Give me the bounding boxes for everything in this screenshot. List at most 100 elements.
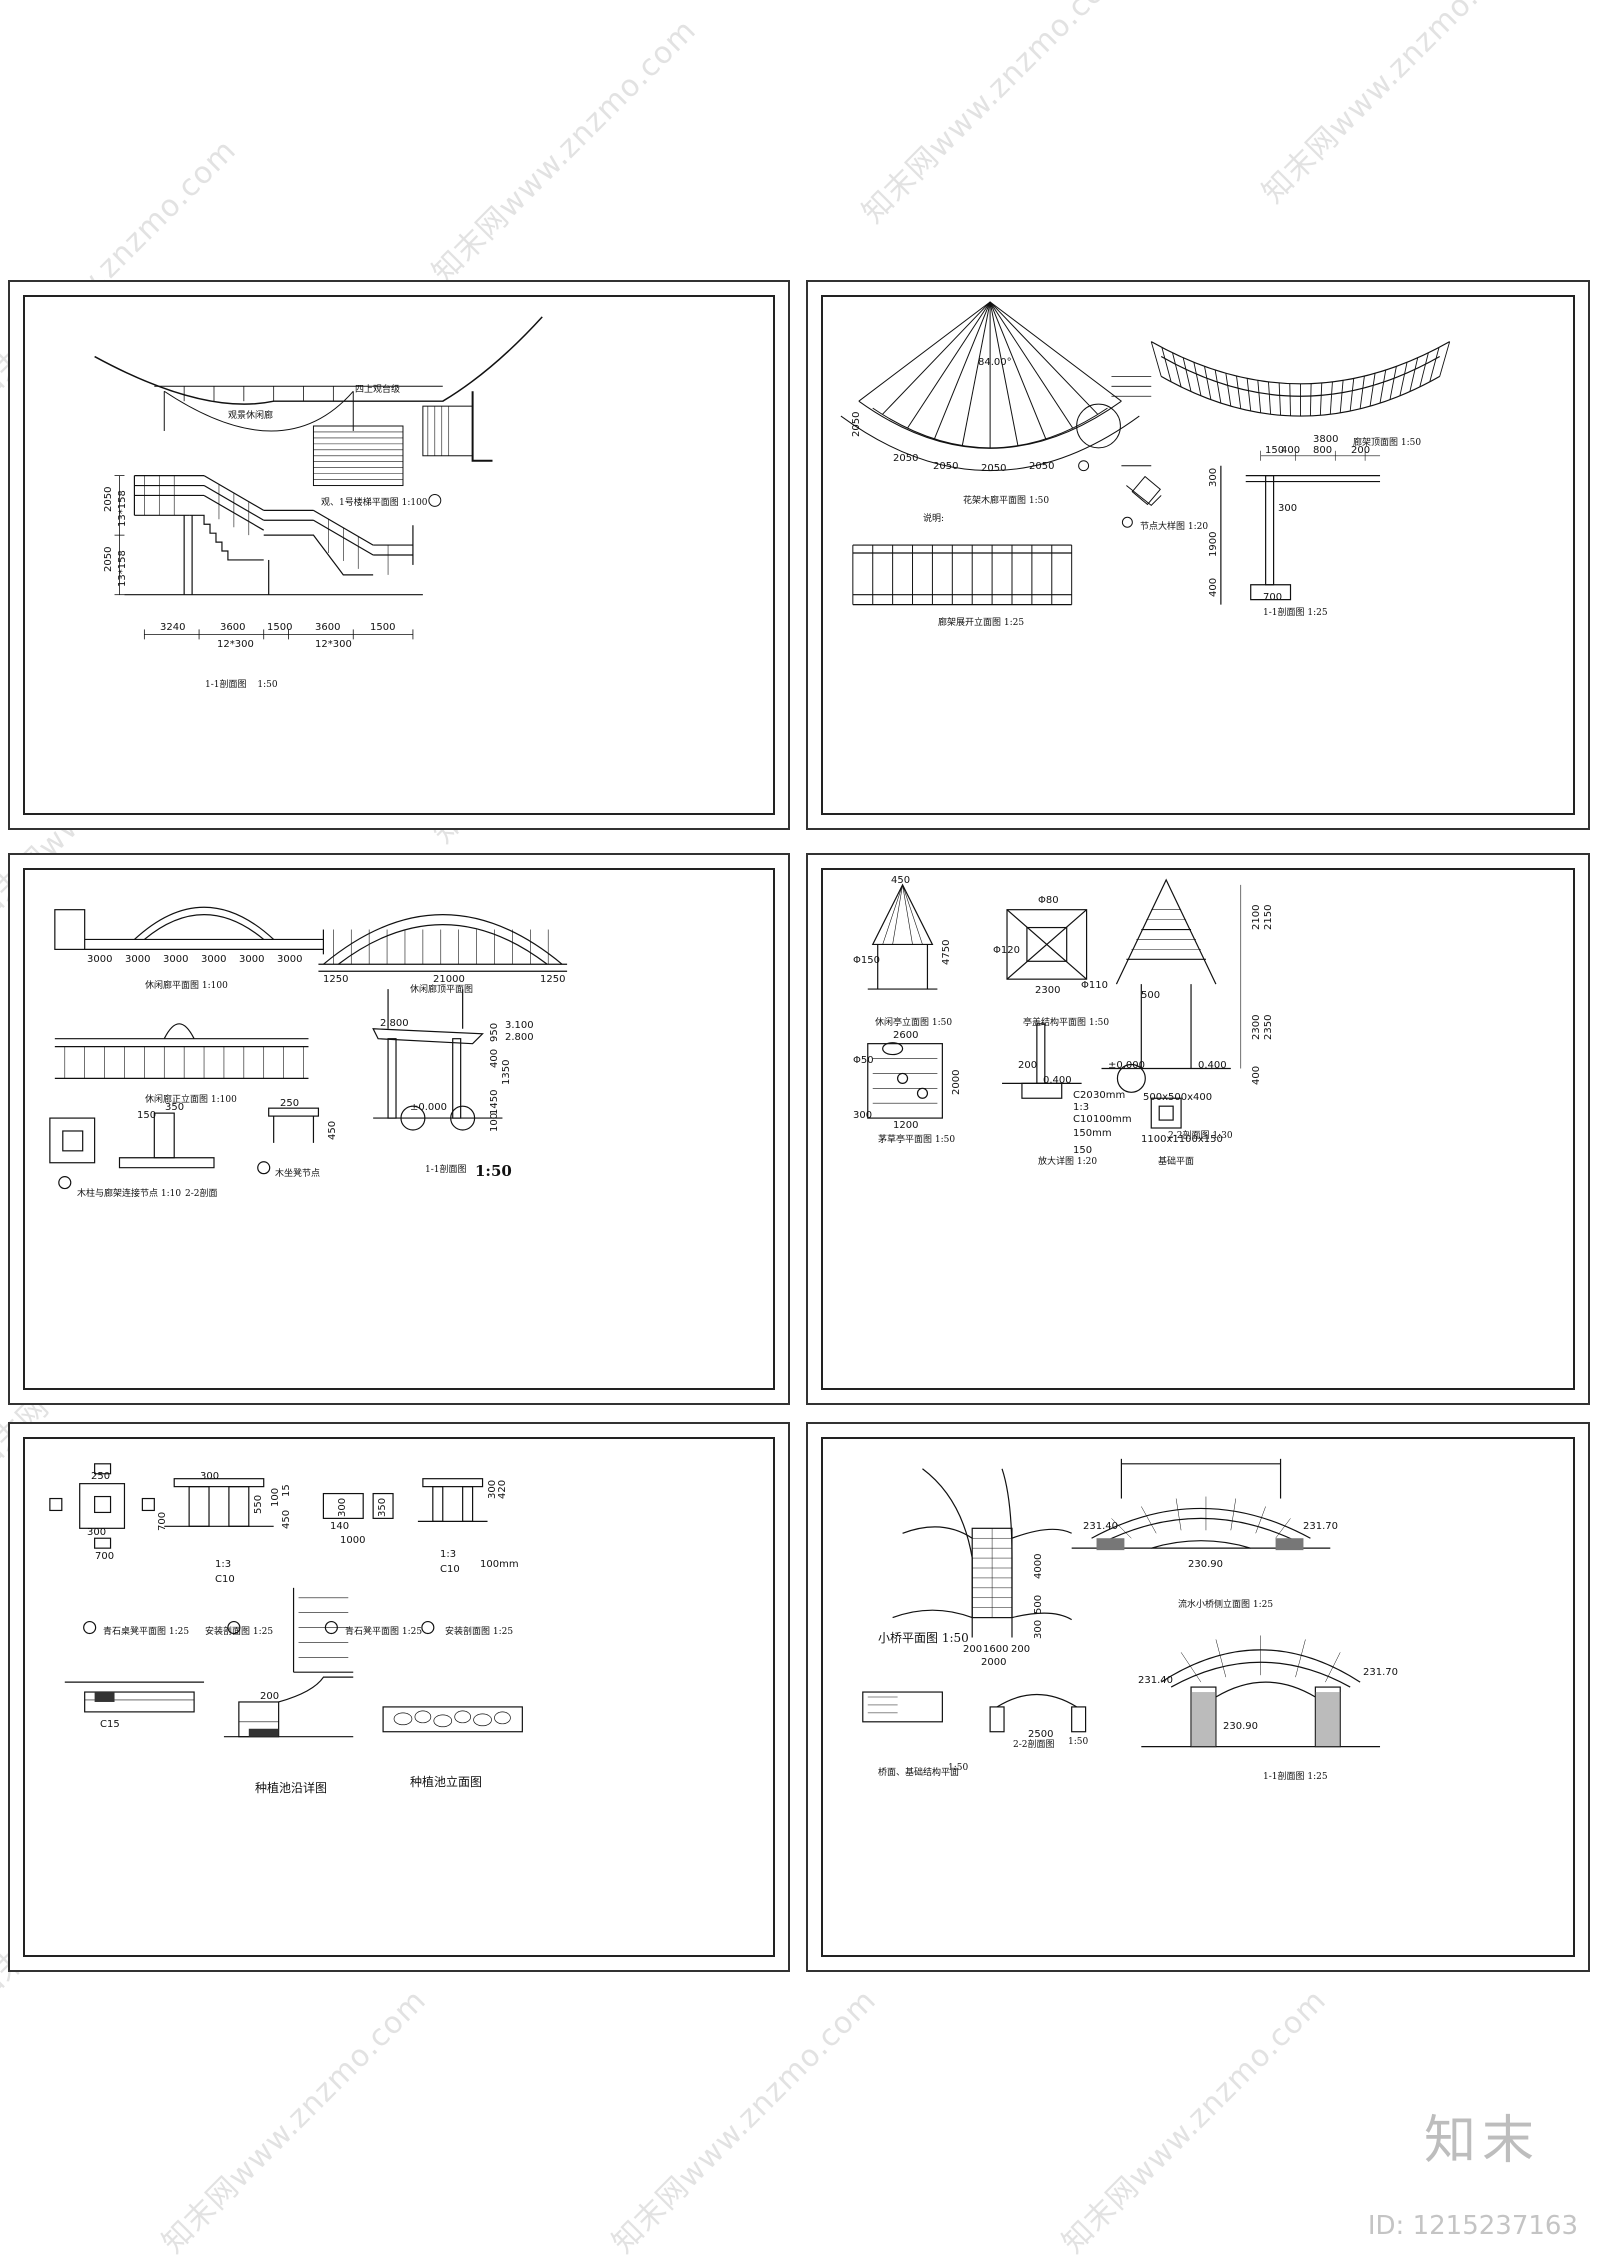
dim-12: 300	[853, 1110, 873, 1121]
fan-note: 说明:	[923, 514, 945, 524]
bridge-plan-title: 小桥平面图 1:50	[878, 1631, 969, 1645]
roof-struct-title: 亭盖结构平面图 1:50	[1023, 1018, 1110, 1028]
sheet-frame: 休闲亭立面图 1:50 亭盖结构平面图 1:50 2-2剖面图 1:30 茅草亭…	[821, 868, 1575, 1390]
sec-dim-2: 400	[1281, 445, 1301, 456]
dim-16: 200	[260, 1691, 280, 1702]
thatch-plan-title: 茅草亭平面图 1:50	[878, 1135, 956, 1145]
pergola-rib	[1329, 381, 1333, 415]
plan-note: 观景休闲廊	[228, 411, 274, 421]
dim-11: 500	[1141, 990, 1161, 1001]
drawing-sheet-pavilion: 休闲亭立面图 1:50 亭盖结构平面图 1:50 2-2剖面图 1:30 茅草亭…	[806, 853, 1590, 1405]
mark-0: Φ150	[853, 955, 880, 966]
drawing-sheet-stair: 观景休闲廊 四上观台级 观、1号楼梯平面图 1:100 3240 3600 15…	[8, 280, 790, 830]
stair-note: 四上观台级	[355, 385, 401, 395]
dim-2: 2300	[1035, 985, 1061, 996]
plan-dim-3: 3000	[201, 954, 227, 965]
dim-h2-1: 12*300	[315, 639, 352, 650]
dim-13: 200	[1018, 1060, 1038, 1071]
dim-15: 100mm	[480, 1559, 519, 1570]
dim-14: 300	[487, 1479, 498, 1499]
pergola-rib	[1289, 383, 1291, 416]
pergola-rib	[1214, 369, 1222, 404]
pergola-rib	[1268, 381, 1272, 415]
dim-3: 200	[963, 1644, 983, 1655]
pergola-rib	[1172, 352, 1182, 388]
pergola-rib	[1439, 341, 1451, 377]
sec-dim-4: 100	[489, 1112, 500, 1132]
plan-title: 观、1号楼梯平面图 1:100	[321, 498, 428, 508]
dim-2: 300	[87, 1527, 107, 1538]
sec-dim-9: 700	[1263, 592, 1283, 603]
drawing-sheet-pergola: 84.00° 2050 2050 2050 2050 2050 花架木廊平面图 …	[806, 280, 1590, 830]
elev-0: 3.100	[505, 1020, 534, 1031]
dim-12: 1000	[340, 1535, 366, 1546]
section11: 1-1剖面图	[425, 1165, 467, 1175]
bridge-drawing	[862, 1458, 1381, 1748]
elev-title: 廊架展开立面图 1:25	[938, 618, 1025, 628]
elev-0: 231.40	[1083, 1521, 1118, 1532]
pergola-rib	[1309, 383, 1312, 416]
mark-2: Φ120	[993, 945, 1020, 956]
node-dim-1: 350	[165, 1102, 185, 1113]
pavilion-drawing	[867, 878, 1242, 1129]
fan-dim-3: 2050	[981, 463, 1007, 474]
bench-drawing	[49, 1463, 523, 1738]
node-dim-3: 450	[327, 1120, 338, 1140]
dim-6: 15	[281, 1484, 292, 1497]
pergola-rib	[1409, 357, 1419, 392]
pergola-rib	[1399, 362, 1408, 396]
pergola-rib	[1319, 382, 1323, 416]
image-id: ID: 1215237163	[1367, 2211, 1578, 2241]
dim-1: 700	[157, 1511, 168, 1531]
sec-dim-1: 400	[489, 1048, 500, 1068]
sec-dim-3: 800	[1313, 445, 1333, 456]
corridor-drawing	[49, 906, 568, 1190]
pergola-rib	[1349, 378, 1355, 412]
pergola-rib	[1278, 382, 1282, 416]
scale-b: 1:50	[1068, 1737, 1089, 1747]
layer-5: 150mm	[1073, 1128, 1112, 1139]
pergola-rib	[1379, 369, 1387, 404]
arc-title: 廊架顶面图 1:50	[1353, 438, 1422, 448]
brand-watermark: 知末	[1423, 2111, 1540, 2171]
fan-dim-2: 2050	[933, 461, 959, 472]
dim-v-2: 2050	[103, 546, 114, 572]
sheet-frame: 休闲廊平面图 1:100 休闲廊顶平面图 休闲廊正立面图 1:100 木柱与廊架…	[23, 868, 775, 1390]
sec-title: 1-1剖面图 1:25	[1263, 608, 1328, 618]
dim-10: 350	[377, 1497, 388, 1517]
pergola-rib	[1150, 341, 1162, 377]
watermark-text: 知末网www.znzmo.com	[1255, 0, 1534, 211]
pergola-rib	[1419, 352, 1429, 388]
sec-dim-0: 950	[489, 1022, 500, 1042]
plan-dim-4: 3000	[239, 954, 265, 965]
dim-0: 4000	[1033, 1553, 1044, 1579]
dim-13: 420	[497, 1479, 508, 1499]
sec-dim-2: 1350	[501, 1059, 512, 1085]
dim-h2-0: 12*300	[217, 639, 254, 650]
dim-9: 300	[337, 1497, 348, 1517]
sec-dim-5: 300	[1208, 467, 1219, 487]
dim-4: 300	[200, 1471, 220, 1482]
sheet-frame: 青石桌凳平面图 1:25 安装剖面图 1:25 青石凳平面图 1:25 安装剖面…	[23, 1437, 775, 1957]
watermark-text: 知末网www.znzmo.com	[855, 0, 1134, 231]
layer-2: C10	[1073, 1114, 1093, 1125]
dim-0: 450	[891, 875, 911, 886]
roof-dim-0: 1250	[323, 974, 349, 985]
layer-3: C10	[440, 1564, 460, 1575]
sheet-frame: 84.00° 2050 2050 2050 2050 2050 花架木廊平面图 …	[821, 295, 1575, 815]
pergola-rib	[1236, 376, 1242, 409]
roof-title: 休闲廊顶平面图	[410, 985, 474, 995]
section22-title: 2-2剖面图	[1013, 1740, 1055, 1750]
pergola-rib	[1225, 373, 1232, 407]
found-dim-1: 1100x1100x150	[1141, 1134, 1223, 1145]
dim-8: 450	[281, 1509, 292, 1529]
pergola-drawing	[840, 301, 1451, 606]
plan-dim-2: 3000	[163, 954, 189, 965]
watermark-text: 知末网www.znzmo.com	[425, 12, 704, 291]
dim-h-0: 3240	[160, 622, 186, 633]
sheet-frame: 观景休闲廊 四上观台级 观、1号楼梯平面图 1:100 3240 3600 15…	[23, 295, 775, 815]
fan-dim-4: 2050	[1029, 461, 1055, 472]
section-title-text: 1-1剖面图	[205, 680, 247, 690]
bench-title: 木坐凳节点	[275, 1169, 321, 1179]
dim-3: 700	[95, 1551, 115, 1562]
